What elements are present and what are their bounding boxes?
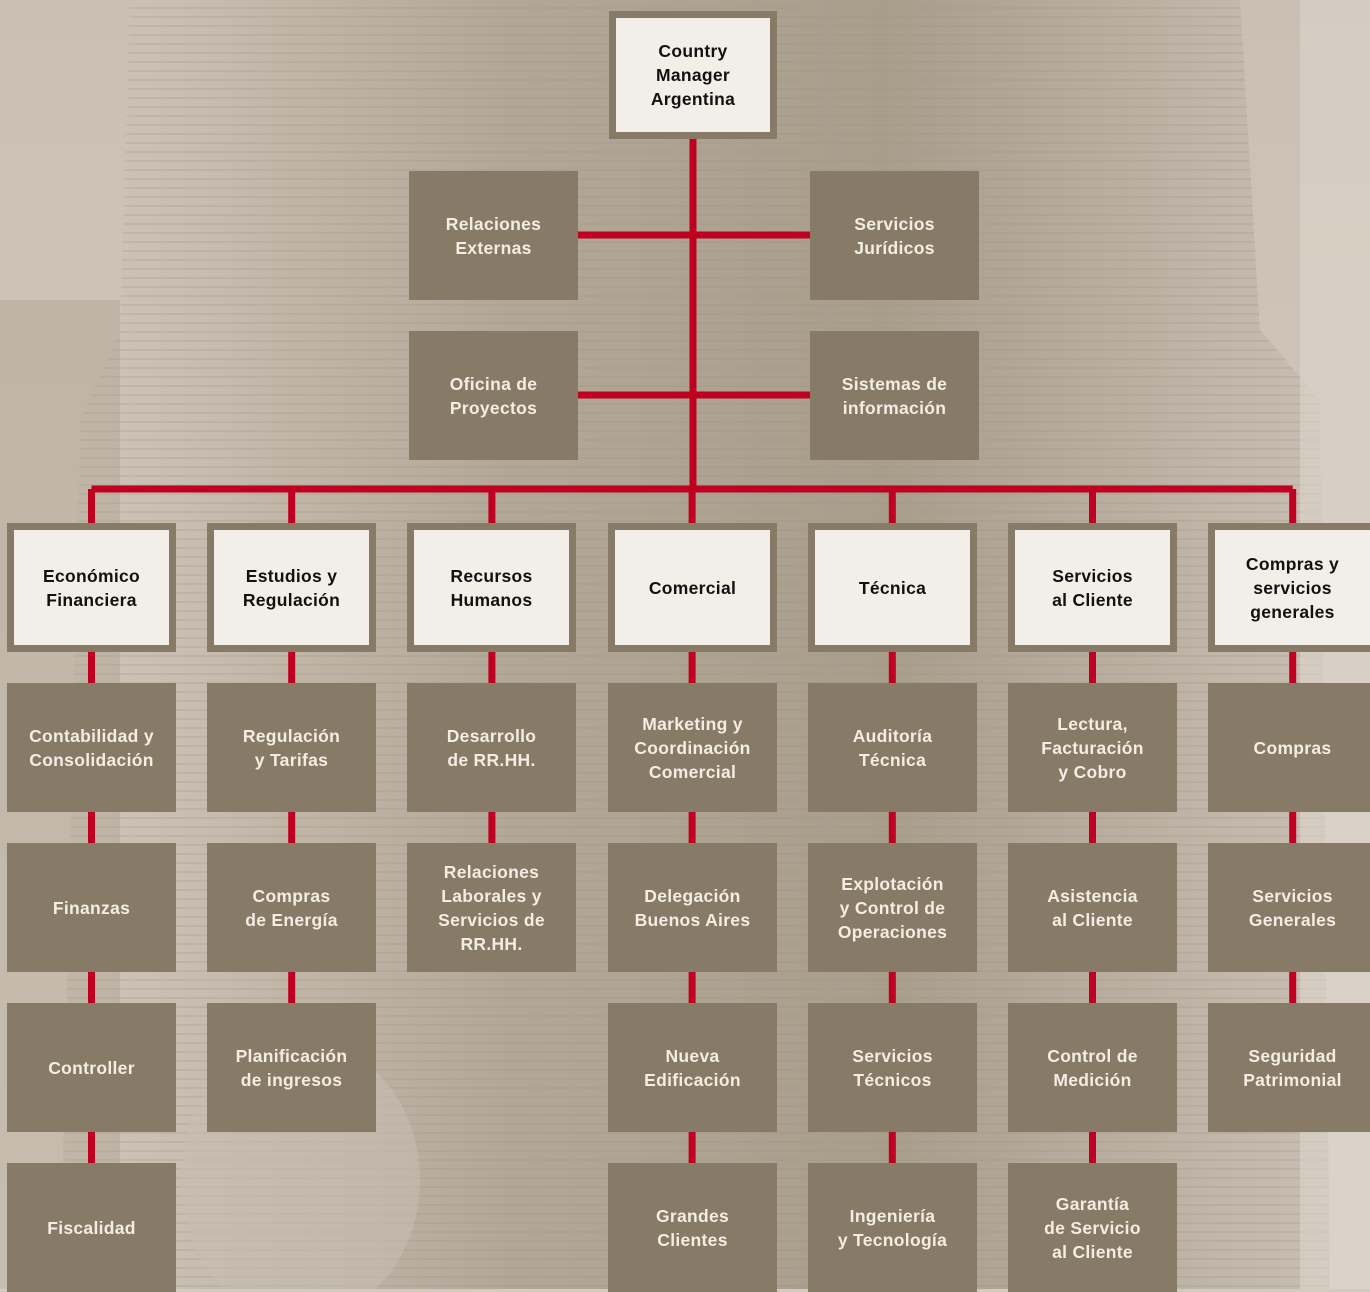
department-7-unit-3-label: Seguridad Patrimonial (1243, 1045, 1342, 1090)
department-6-unit-3: Control de Medición (1008, 1003, 1177, 1132)
department-3: Recursos Humanos (407, 523, 576, 652)
department-1-unit-3-label: Controller (48, 1057, 135, 1078)
root-country-manager: Country Manager Argentina (609, 11, 777, 139)
department-3-unit-1-label: Desarrollo de RR.HH. (446, 725, 537, 770)
department-5-unit-4-label: Ingeniería y Tecnología (837, 1205, 948, 1250)
staff-right-1: Servicios Jurídicos (810, 171, 979, 300)
department-2-unit-2: Compras de Energía (207, 843, 376, 972)
department-1: Económico Financiera (7, 523, 176, 652)
staff-right-1-label: Servicios Jurídicos (854, 213, 935, 258)
staff-right-2-label: Sistemas de información (841, 373, 948, 418)
department-2-unit-2-label: Compras de Energía (245, 885, 338, 930)
department-7-unit-2-label: Servicios Generales (1248, 885, 1337, 930)
department-6-unit-4: Garantía de Servicio al Cliente (1008, 1163, 1177, 1292)
department-4-unit-1: Marketing y Coordinación Comercial (608, 683, 777, 812)
staff-left-2-label: Oficina de Proyectos (449, 373, 538, 418)
department-7-unit-1-label: Compras (1253, 737, 1332, 758)
department-4-unit-3-label: Nueva Edificación (644, 1045, 741, 1090)
department-1-unit-2-label: Finanzas (52, 897, 131, 918)
department-6-unit-2: Asistencia al Cliente (1008, 843, 1177, 972)
department-4-label: Comercial (648, 577, 737, 598)
department-7-unit-3: Seguridad Patrimonial (1208, 1003, 1370, 1132)
department-3-unit-2-label: Relaciones Laborales y Servicios de RR.H… (438, 861, 545, 954)
department-5-unit-3-label: Servicios Técnicos (852, 1045, 933, 1090)
staff-left-2: Oficina de Proyectos (409, 331, 578, 460)
department-2-label: Estudios y Regulación (242, 565, 341, 610)
department-2-unit-1: Regulación y Tarifas (207, 683, 376, 812)
department-3-unit-2: Relaciones Laborales y Servicios de RR.H… (407, 843, 576, 972)
department-1-unit-3: Controller (7, 1003, 176, 1132)
department-7-label: Compras y servicios generales (1245, 553, 1340, 622)
department-5-unit-1-label: Auditoría Técnica (852, 725, 933, 770)
department-4-unit-4-label: Grandes Clientes (655, 1205, 730, 1250)
department-5-unit-2-label: Explotación y Control de Operaciones (837, 873, 948, 942)
department-1-unit-2: Finanzas (7, 843, 176, 972)
department-5-unit-1: Auditoría Técnica (808, 683, 977, 812)
department-6-unit-1-label: Lectura, Facturación y Cobro (1041, 713, 1144, 782)
staff-right-2: Sistemas de información (810, 331, 979, 460)
department-2: Estudios y Regulación (207, 523, 376, 652)
department-5: Técnica (808, 523, 977, 652)
department-2-unit-1-label: Regulación y Tarifas (242, 725, 341, 770)
department-5-unit-2: Explotación y Control de Operaciones (808, 843, 977, 972)
department-5-unit-3: Servicios Técnicos (808, 1003, 977, 1132)
department-4-unit-3: Nueva Edificación (608, 1003, 777, 1132)
department-1-unit-1: Contabilidad y Consolidación (7, 683, 176, 812)
staff-left-1: Relaciones Externas (409, 171, 578, 300)
department-1-label: Económico Financiera (42, 565, 141, 610)
department-3-label: Recursos Humanos (450, 565, 533, 610)
department-4-unit-4: Grandes Clientes (608, 1163, 777, 1292)
department-5-unit-4: Ingeniería y Tecnología (808, 1163, 977, 1292)
staff-left-1-label: Relaciones Externas (445, 213, 542, 258)
department-6-unit-2-label: Asistencia al Cliente (1047, 885, 1138, 930)
department-5-label: Técnica (858, 577, 927, 598)
department-6-unit-3-label: Control de Medición (1047, 1045, 1138, 1090)
department-4-unit-2: Delegación Buenos Aires (608, 843, 777, 972)
department-1-unit-1-label: Contabilidad y Consolidación (29, 725, 154, 770)
department-6: Servicios al Cliente (1008, 523, 1177, 652)
department-3-unit-1: Desarrollo de RR.HH. (407, 683, 576, 812)
department-7-unit-2: Servicios Generales (1208, 843, 1370, 972)
department-6-label: Servicios al Cliente (1052, 565, 1133, 610)
department-6-unit-1: Lectura, Facturación y Cobro (1008, 683, 1177, 812)
department-2-unit-3-label: Planificación de ingresos (235, 1045, 348, 1090)
department-4-unit-2-label: Delegación Buenos Aires (634, 885, 751, 930)
root-country-manager-label: Country Manager Argentina (650, 41, 736, 109)
department-7: Compras y servicios generales (1208, 523, 1370, 652)
department-2-unit-3: Planificación de ingresos (207, 1003, 376, 1132)
department-1-unit-4-label: Fiscalidad (47, 1217, 136, 1238)
department-4: Comercial (608, 523, 777, 652)
department-4-unit-1-label: Marketing y Coordinación Comercial (634, 713, 751, 782)
department-7-unit-1: Compras (1208, 683, 1370, 812)
department-6-unit-4-label: Garantía de Servicio al Cliente (1044, 1193, 1141, 1262)
department-1-unit-4: Fiscalidad (7, 1163, 176, 1292)
